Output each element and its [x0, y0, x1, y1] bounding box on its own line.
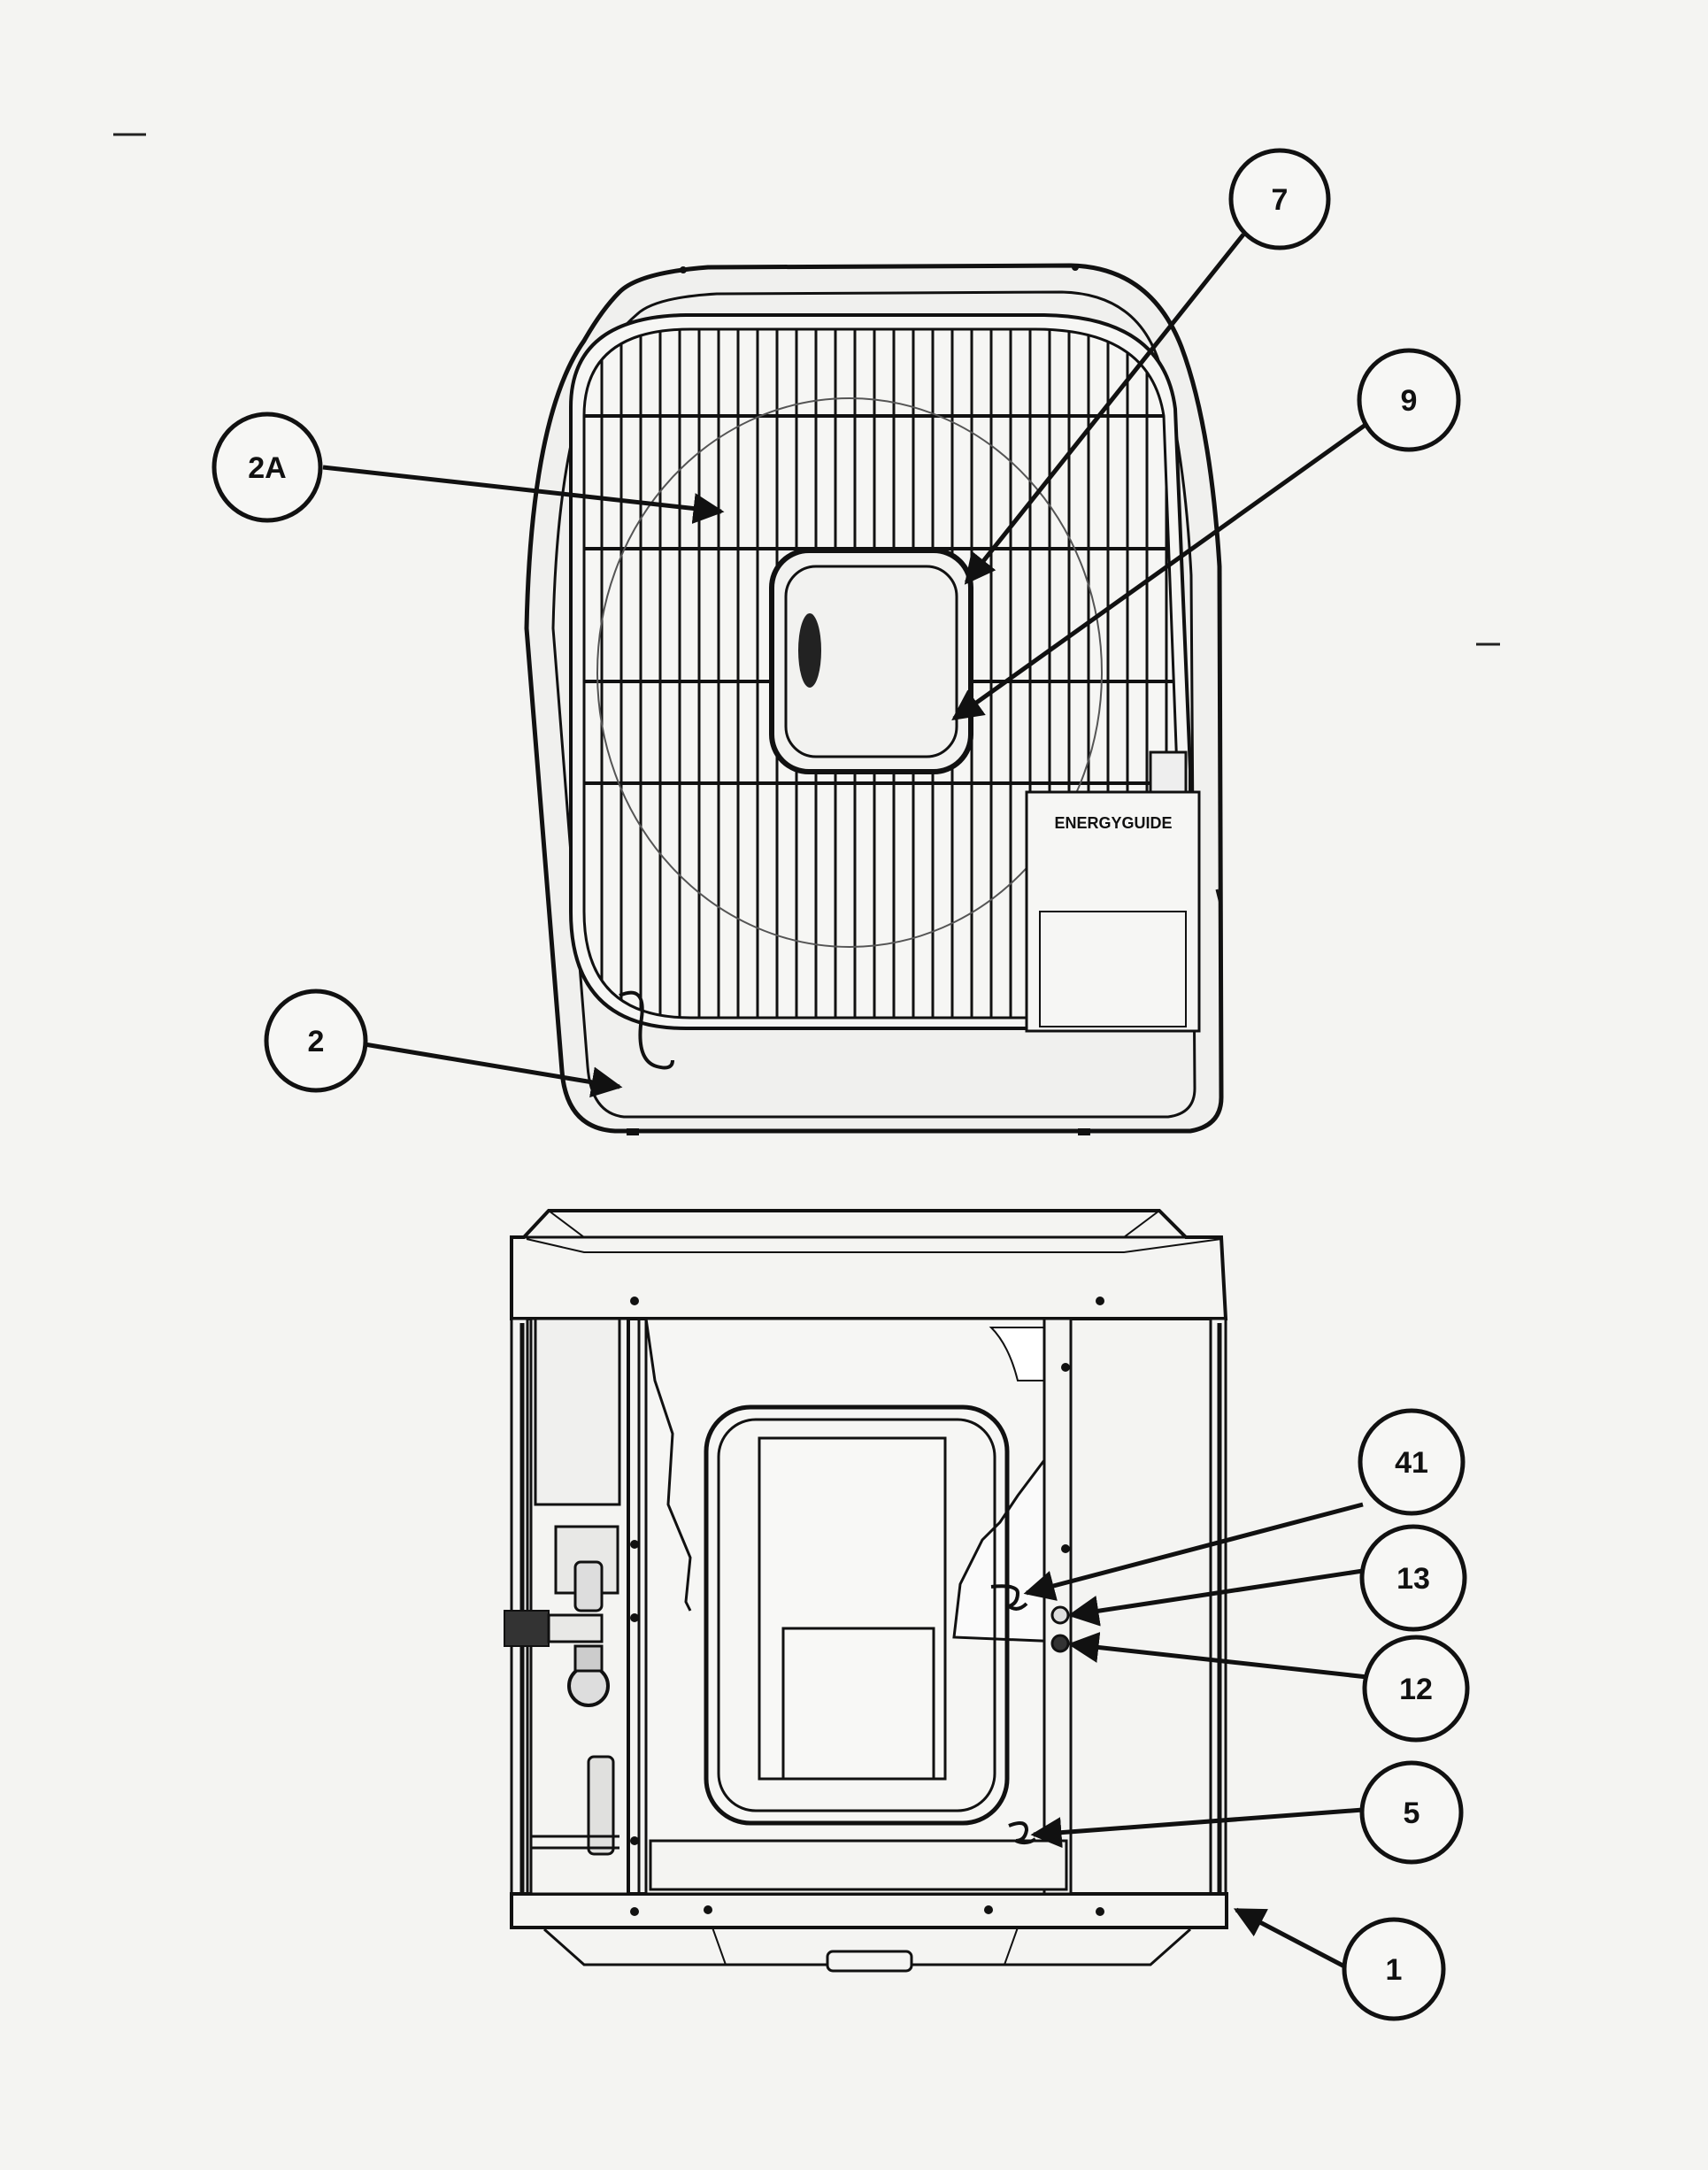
brand-logo-icon [798, 613, 821, 688]
callout-2a: 2A [212, 412, 323, 523]
callout-1: 1 [1342, 1917, 1446, 2021]
callout-2: 2 [264, 989, 368, 1093]
callout-41: 41 [1358, 1408, 1466, 1516]
leader-2 [364, 1042, 623, 1098]
control-box [504, 1317, 641, 1896]
leader-9 [951, 418, 1373, 721]
energyguide-label: ENERGYGUIDE [1054, 814, 1172, 832]
callout-7: 7 [1228, 148, 1331, 250]
leader-5 [1030, 1807, 1364, 1849]
callout-9-label: 9 [1401, 384, 1418, 418]
base-rail [510, 1892, 1228, 1929]
leader-1 [1233, 1907, 1351, 1972]
liquid-valve [587, 1755, 615, 1856]
callout-9: 9 [1357, 348, 1461, 452]
suction-valve [573, 1560, 604, 1612]
part-41-marker [990, 1584, 1028, 1611]
callout-2-label: 2 [308, 1025, 325, 1058]
callout-7-label: 7 [1272, 183, 1289, 217]
leader-lines [322, 233, 1373, 1972]
callout-2a-label: 2A [248, 451, 286, 485]
callout-41-label: 41 [1395, 1446, 1428, 1480]
fan-blade-outline [596, 397, 1103, 948]
leader-13 [1067, 1568, 1364, 1627]
scan-marks [113, 133, 1500, 646]
callout-5: 5 [1359, 1760, 1464, 1865]
callout-5-label: 5 [1404, 1797, 1420, 1830]
compressor-outline [704, 1404, 1010, 1826]
leader-12 [1067, 1632, 1368, 1680]
leader-7 [964, 233, 1245, 585]
callout-1-label: 1 [1386, 1953, 1403, 1987]
motor-cover-badge [769, 548, 973, 774]
part-2-marker [619, 990, 674, 1070]
grille-frame-inner [582, 327, 1179, 1020]
callout-12-label: 12 [1399, 1673, 1433, 1706]
leader-2a [322, 465, 725, 524]
callout-12: 12 [1362, 1635, 1470, 1743]
access-panel [644, 1317, 1073, 1896]
leader-41 [1023, 1502, 1364, 1601]
top-cap [510, 1209, 1228, 1320]
unit-side-view [504, 1209, 1228, 1973]
part-12-marker [1050, 1634, 1070, 1653]
callout-13-label: 13 [1396, 1562, 1430, 1596]
energyguide-tag: ENERGYGUIDE [1025, 750, 1223, 1033]
part-13-marker [1050, 1605, 1070, 1625]
callout-13: 13 [1359, 1524, 1467, 1632]
part-5-marker [1008, 1820, 1037, 1845]
